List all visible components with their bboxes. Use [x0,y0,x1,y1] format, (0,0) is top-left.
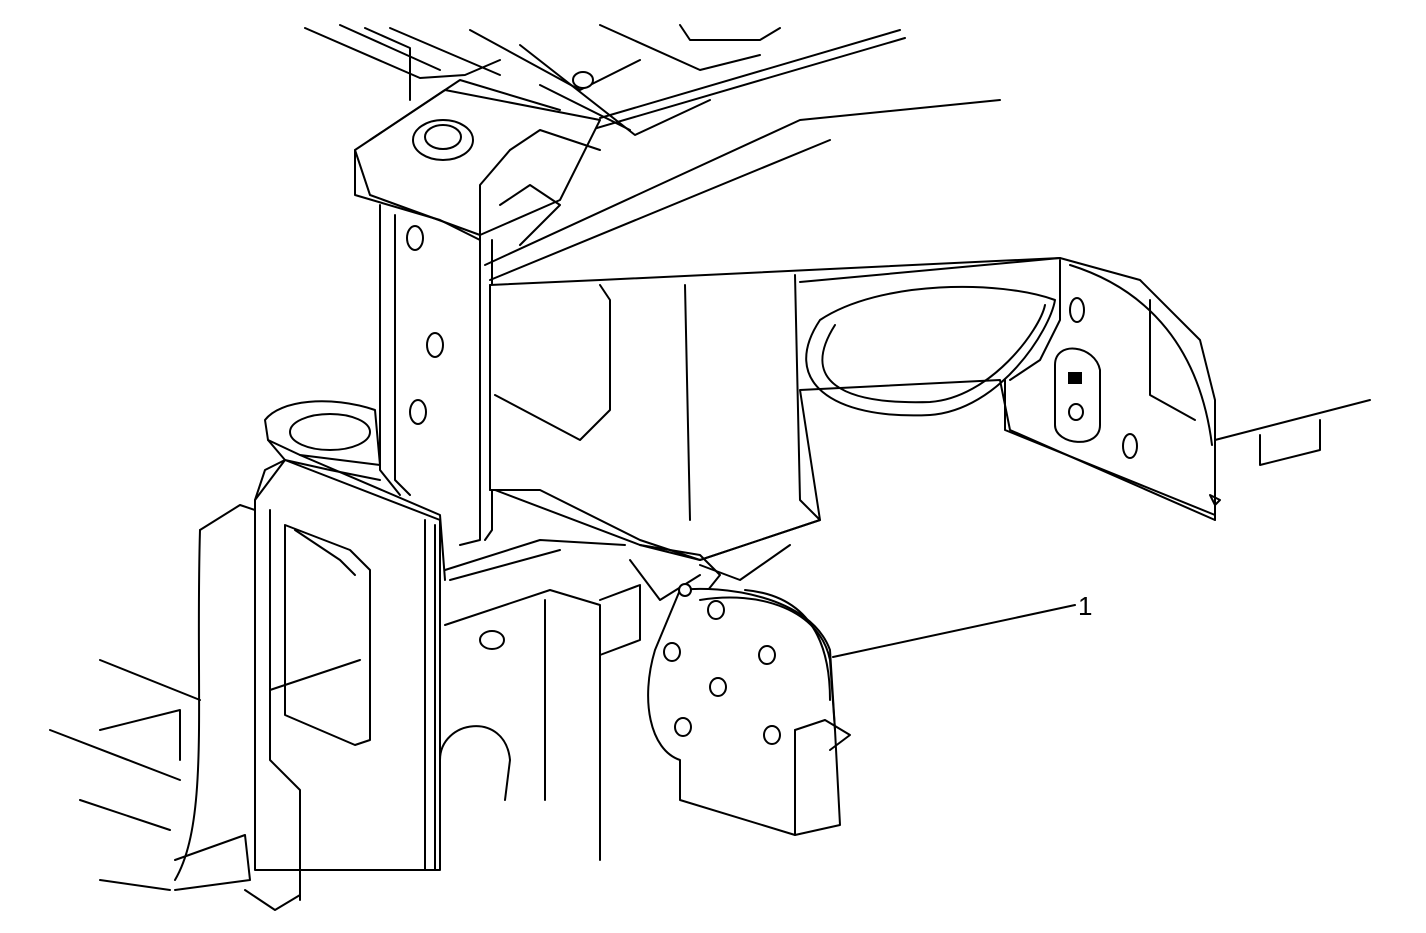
wheelhouse-panel [489,257,1371,561]
support-post [354,79,601,546]
callout-1: 1 [832,591,1092,658]
callout-number-label: 1 [1078,591,1092,621]
radiator-support [49,400,446,911]
upper-body-panel [304,24,1001,281]
callout-leader-line [832,604,1076,658]
horn [647,583,851,836]
